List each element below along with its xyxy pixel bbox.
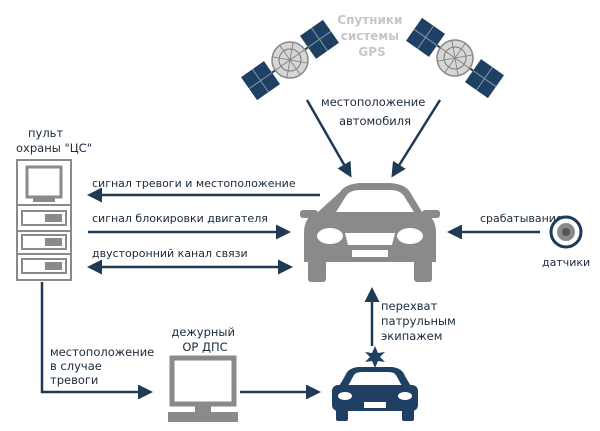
- police-car-icon: [332, 346, 418, 421]
- satellite-icon: [241, 19, 339, 101]
- satellites-label: Спутники системы GPS: [337, 13, 406, 59]
- duplex-channel-label: двусторонний канал связи: [92, 247, 248, 260]
- alarm-location-arrow: [40, 282, 153, 400]
- alarm-channel-label: сигнал тревоги и местоположение: [92, 177, 296, 190]
- console-label: пульт охраны "ЦС": [16, 126, 92, 155]
- car-icon: [300, 183, 440, 282]
- satellite-arrow: [391, 99, 442, 178]
- satellite-icon: [406, 17, 504, 99]
- console-rack-icon: [16, 159, 72, 281]
- duty-label: дежурный ОР ДПС: [171, 325, 238, 354]
- alarm-location-label: местоположение в случае тревоги: [50, 345, 158, 387]
- block-channel-label: сигнал блокировки двигателя: [92, 212, 268, 225]
- monitor-icon: [168, 355, 238, 422]
- satellite-arrow: [305, 99, 352, 178]
- intercept-label: перехват патрульным экипажем: [381, 299, 459, 343]
- sensor-icon: [549, 215, 583, 249]
- sensors-label: датчики: [542, 256, 590, 269]
- position-label: местоположение автомобиля: [321, 95, 429, 128]
- trigger-label: срабатывание: [480, 212, 563, 225]
